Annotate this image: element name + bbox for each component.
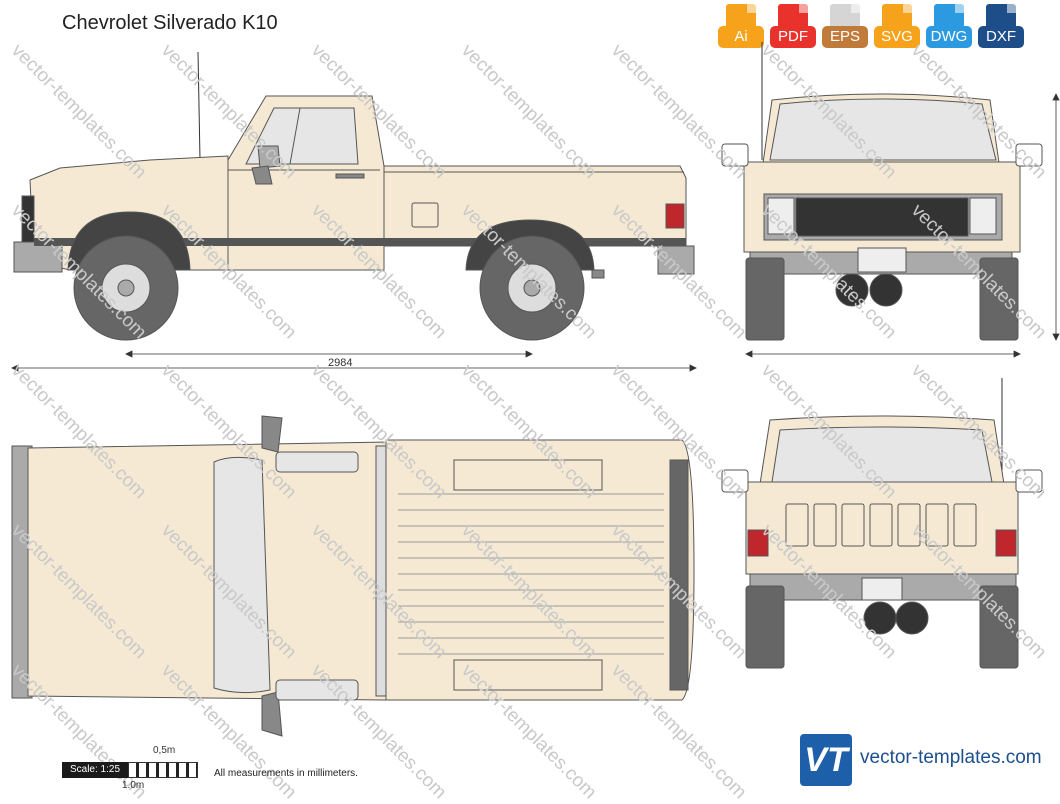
top-mirror-right	[261, 691, 283, 737]
side-mirror	[257, 145, 281, 169]
wheelbase-label: 2984	[328, 357, 352, 369]
svg-format-icon[interactable]: SVG	[874, 4, 920, 52]
rear-tire-left	[745, 585, 785, 669]
side-grille	[21, 195, 35, 243]
measurement-note: All measurements in millimeters.	[214, 768, 358, 779]
vt-logo-icon[interactable]: VT	[800, 734, 852, 786]
dxf-format-icon[interactable]: DXF	[978, 4, 1024, 52]
top-tailgate	[669, 459, 689, 691]
windshield	[769, 98, 997, 161]
scale-bar	[128, 762, 198, 778]
top-bed	[385, 439, 695, 701]
rear-bumper	[657, 245, 695, 275]
rear-mirror-left	[721, 469, 749, 493]
front-view	[721, 42, 1043, 341]
dwg-format-icon[interactable]: DWG	[926, 4, 972, 52]
antenna-line	[197, 51, 201, 161]
front-mirror-left	[721, 143, 749, 167]
rear-mirror-right	[1015, 469, 1043, 493]
side-view	[13, 51, 695, 341]
front-grille	[795, 197, 969, 237]
ai-format-icon[interactable]: Ai	[718, 4, 764, 52]
side-stripe	[34, 238, 686, 246]
drawing-title: Chevrolet Silverado K10	[62, 12, 278, 34]
rear-window	[771, 426, 993, 483]
scale-half-label: 0,5m	[153, 745, 176, 756]
top-mirror-left	[261, 415, 283, 453]
front-tire-right	[979, 257, 1019, 341]
format-icons: Ai PDF EPS SVG DWG DXF	[718, 4, 1024, 52]
top-cab-hood	[27, 441, 387, 701]
side-taillight	[665, 203, 685, 229]
front-mirror-right	[1015, 143, 1043, 167]
wheelbase-dimension	[11, 350, 697, 372]
scale-full-label: 1.0m	[122, 780, 145, 791]
brand-name-link[interactable]: vector-templates.com	[860, 747, 1042, 768]
rear-tailgate	[745, 481, 1019, 575]
top-windshield	[213, 456, 271, 694]
front-tire-left	[745, 257, 785, 341]
rear-taillight-right	[995, 529, 1017, 557]
rear-taillight-left	[747, 529, 769, 557]
pdf-format-icon[interactable]: PDF	[770, 4, 816, 52]
rear-view	[721, 378, 1043, 669]
scale-label: Scale: 1:25	[62, 762, 128, 778]
side-fuel-door	[411, 202, 439, 228]
eps-format-icon[interactable]: EPS	[822, 4, 868, 52]
front-headlight-right	[969, 197, 997, 235]
top-view	[11, 415, 695, 737]
front-bumper	[13, 241, 63, 273]
front-width-dimension	[745, 93, 1060, 358]
rear-tire-right	[979, 585, 1019, 669]
front-headlight-left	[767, 197, 795, 235]
